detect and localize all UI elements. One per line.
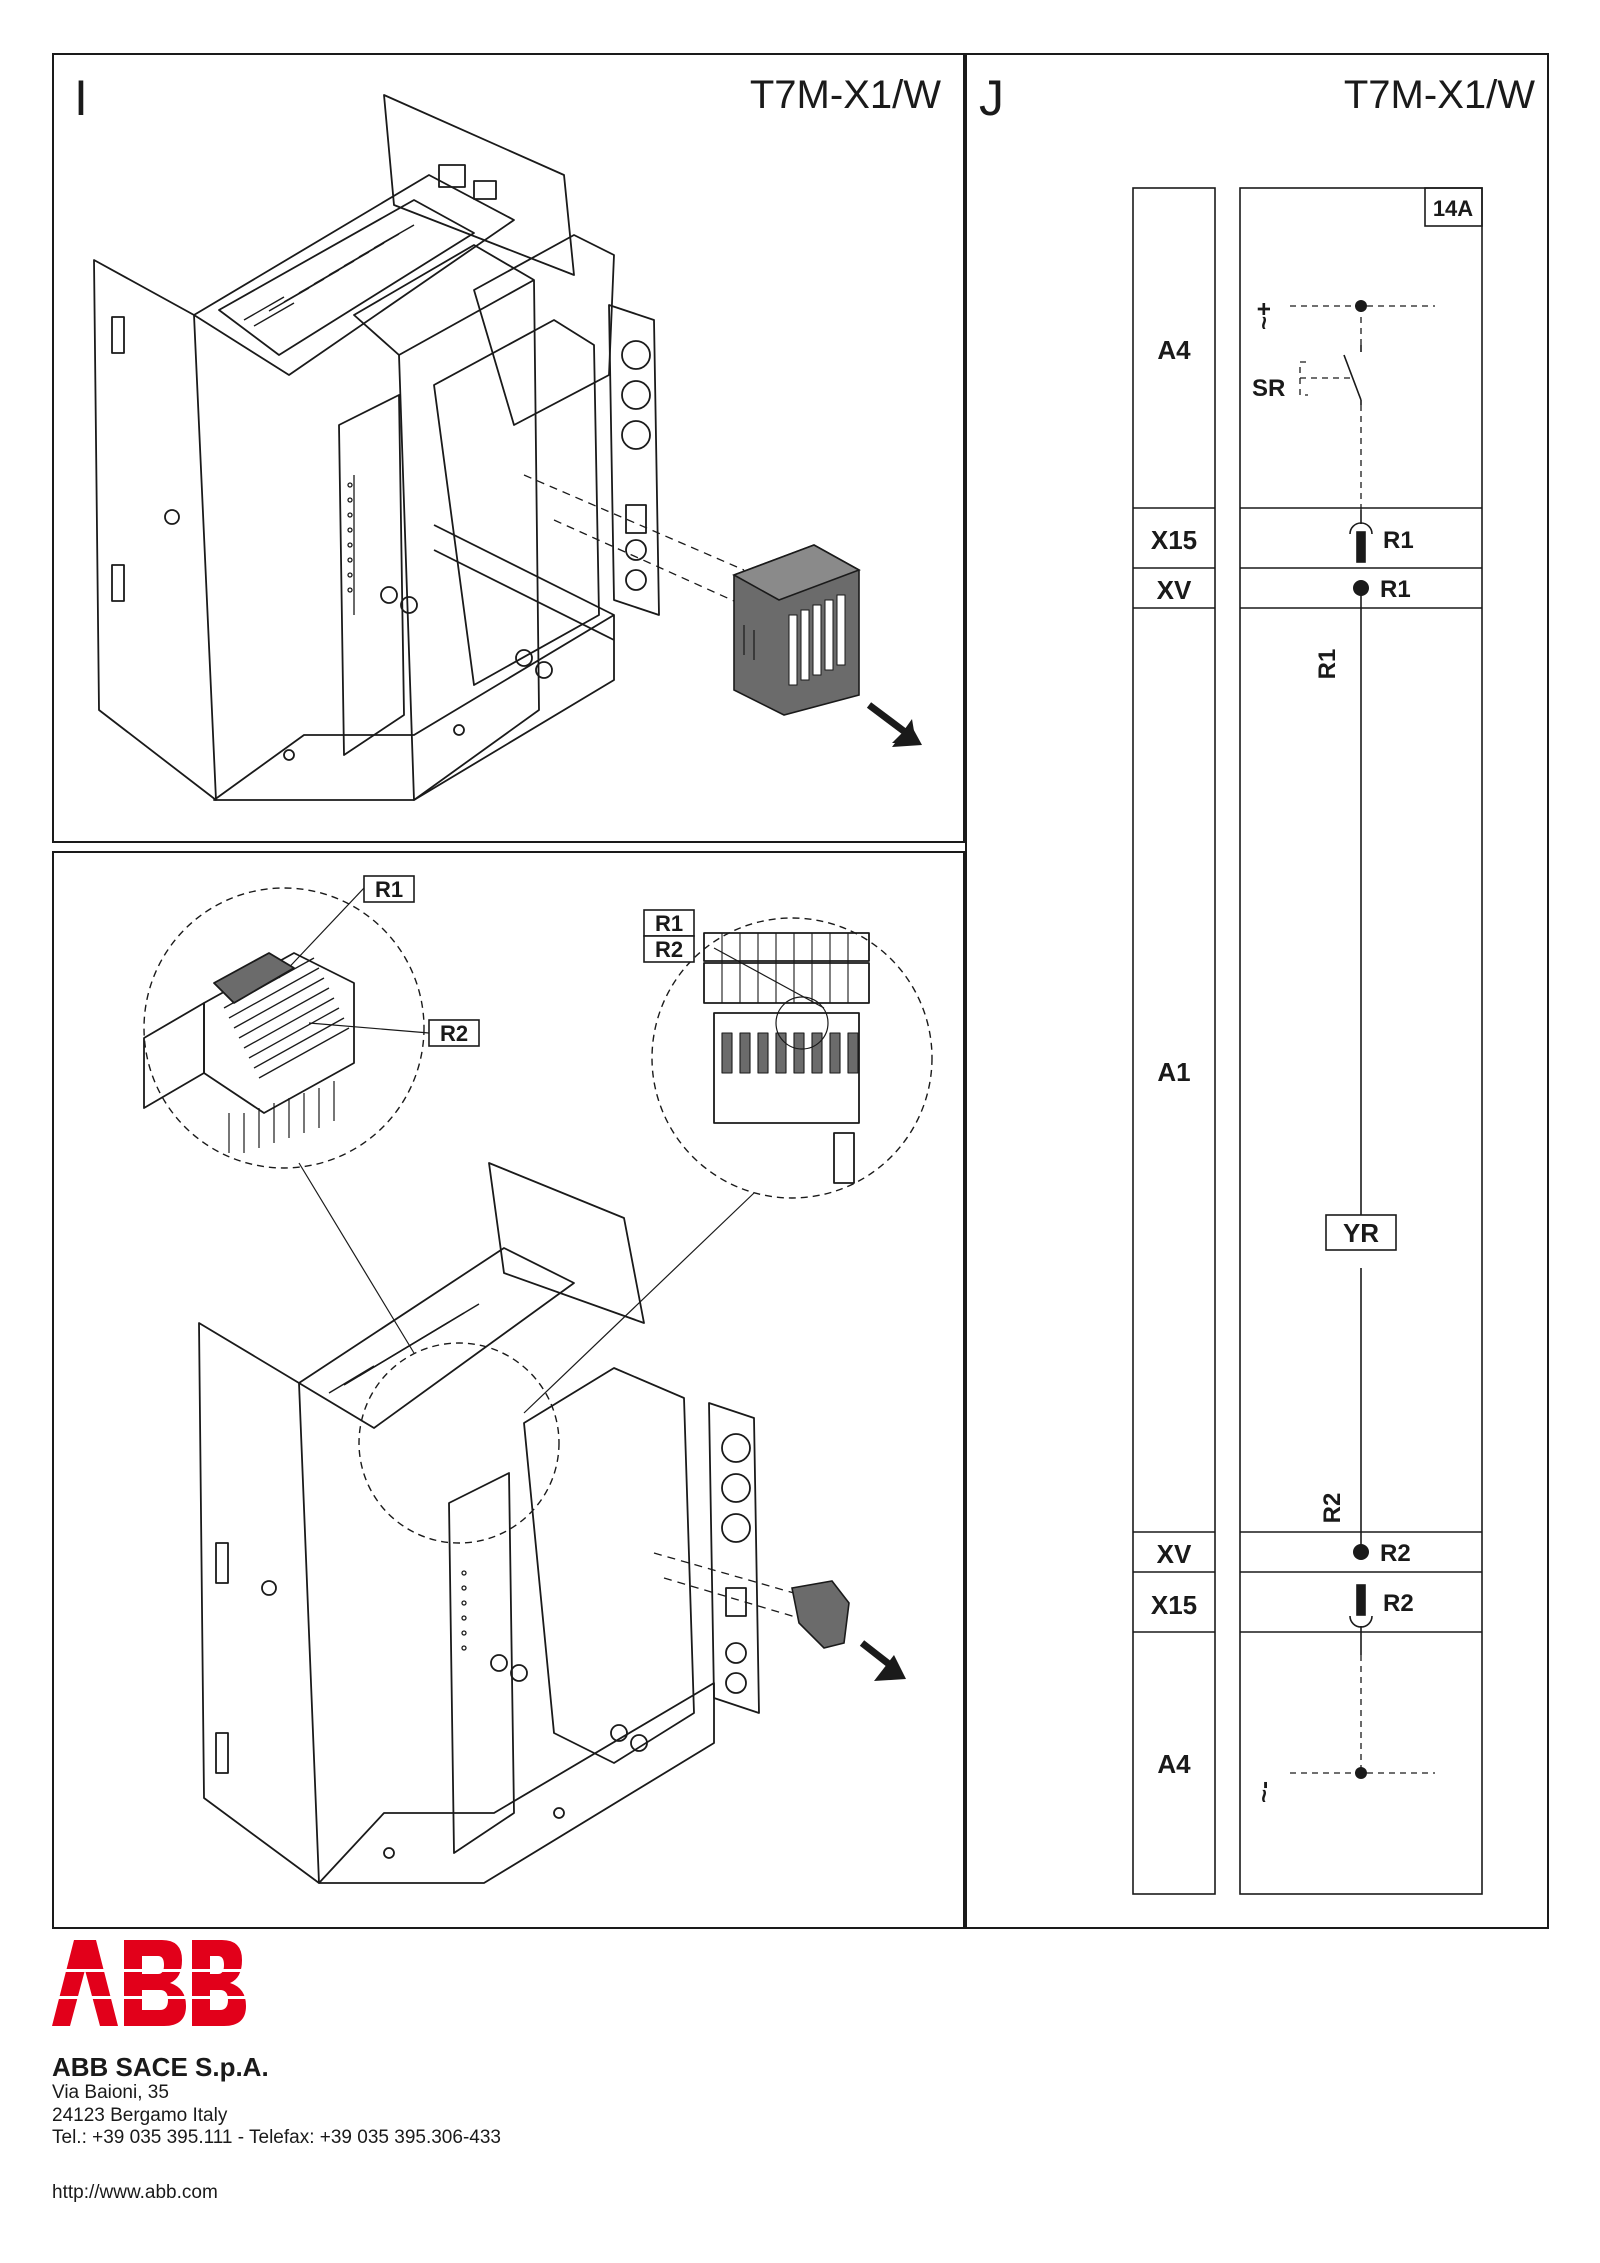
connector-block — [732, 544, 861, 716]
panel-j-model: T7M-X1/W — [1343, 73, 1535, 117]
small-plug — [791, 1580, 850, 1649]
panel-installation-detail: R1 R2 R1 R2 — [52, 851, 965, 1929]
panel-i: I T7M-X1/W — [52, 53, 965, 843]
abb-logo — [52, 1940, 252, 2035]
panel-j-letter: J — [979, 70, 1004, 126]
address-line-2: 24123 Bergamo Italy — [52, 2105, 228, 2126]
website-link[interactable]: http://www.abb.com — [52, 2182, 218, 2203]
panel-i-model: T7M-X1/W — [749, 73, 941, 117]
breaker-drawing-i — [93, 94, 922, 801]
phone-line: Tel.: +39 035 395.111 - Telefax: +39 035… — [52, 2127, 501, 2148]
breaker-drawing-detail: R1 R2 R1 R2 — [143, 875, 933, 1884]
callout-right-r1: R1 — [655, 911, 683, 936]
panel-j: J T7M-X1/W — [965, 53, 1549, 1929]
panel-i-letter: I — [74, 70, 88, 126]
company-name: ABB SACE S.p.A. — [52, 2052, 269, 2082]
callout-left-r2: R2 — [440, 1021, 468, 1046]
insertion-arrow-detail — [859, 1640, 906, 1681]
callout-right-r2: R2 — [655, 937, 683, 962]
address-line-1: Via Baioni, 35 — [52, 2082, 169, 2103]
insertion-arrow — [866, 702, 922, 747]
callout-left-r1: R1 — [375, 877, 403, 902]
